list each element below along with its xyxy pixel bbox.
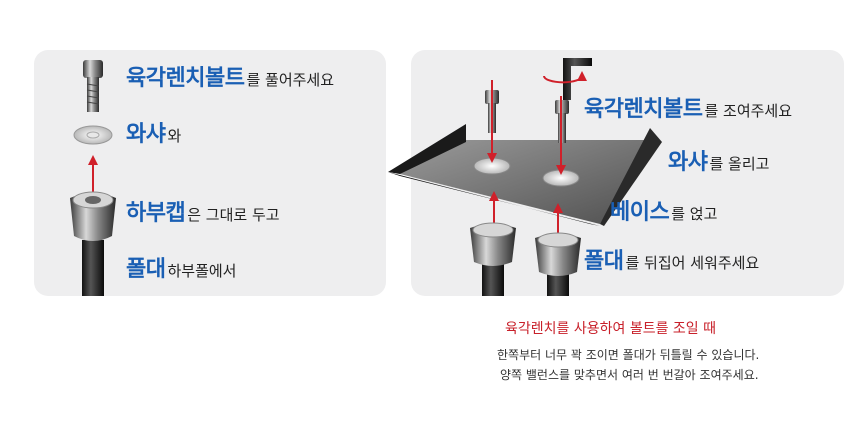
caption-text: 를 올리고 (709, 155, 770, 173)
pole-with-cap-icon (535, 232, 581, 296)
caption-highlight: 와샤 (126, 122, 166, 147)
caption-text: 은 그대로 두고 (187, 206, 280, 224)
hex-bolt-icon (83, 60, 103, 112)
caption-highlight: 하부캡 (126, 201, 186, 226)
caption-highlight: 와샤 (668, 150, 708, 175)
base-plate-icon (388, 124, 662, 226)
caption-highlight: 베이스 (610, 200, 670, 225)
caption-text: 를 풀어주세요 (246, 71, 335, 89)
caption-text: 하부폴에서 (167, 262, 237, 280)
caption-highlight: 육각렌치볼트 (126, 66, 245, 91)
pole-with-cap-icon (470, 222, 516, 296)
note-title: 육각렌치를 사용하여 볼트를 조일 때 (505, 321, 716, 337)
note-line: 한쪽부터 너무 꽉 조이면 폴대가 뒤틀릴 수 있습니다. (497, 348, 760, 362)
note-line: 양쪽 밸런스를 맞추면서 여러 번 번갈아 조여주세요. (500, 368, 759, 382)
washer-icon (73, 125, 113, 145)
caption-highlight: 폴대 (126, 257, 166, 282)
hex-wrench-icon (543, 58, 592, 100)
caption-highlight: 육각렌치볼트 (584, 97, 703, 122)
caption-text: 를 얹고 (671, 205, 718, 223)
caption-text: 를 뒤집어 세워주세요 (625, 254, 760, 272)
pole-with-cap-icon (70, 191, 116, 296)
caption-highlight: 폴대 (584, 249, 624, 274)
caption-text: 를 조여주세요 (704, 102, 793, 120)
caption-text: 와 (167, 127, 182, 145)
